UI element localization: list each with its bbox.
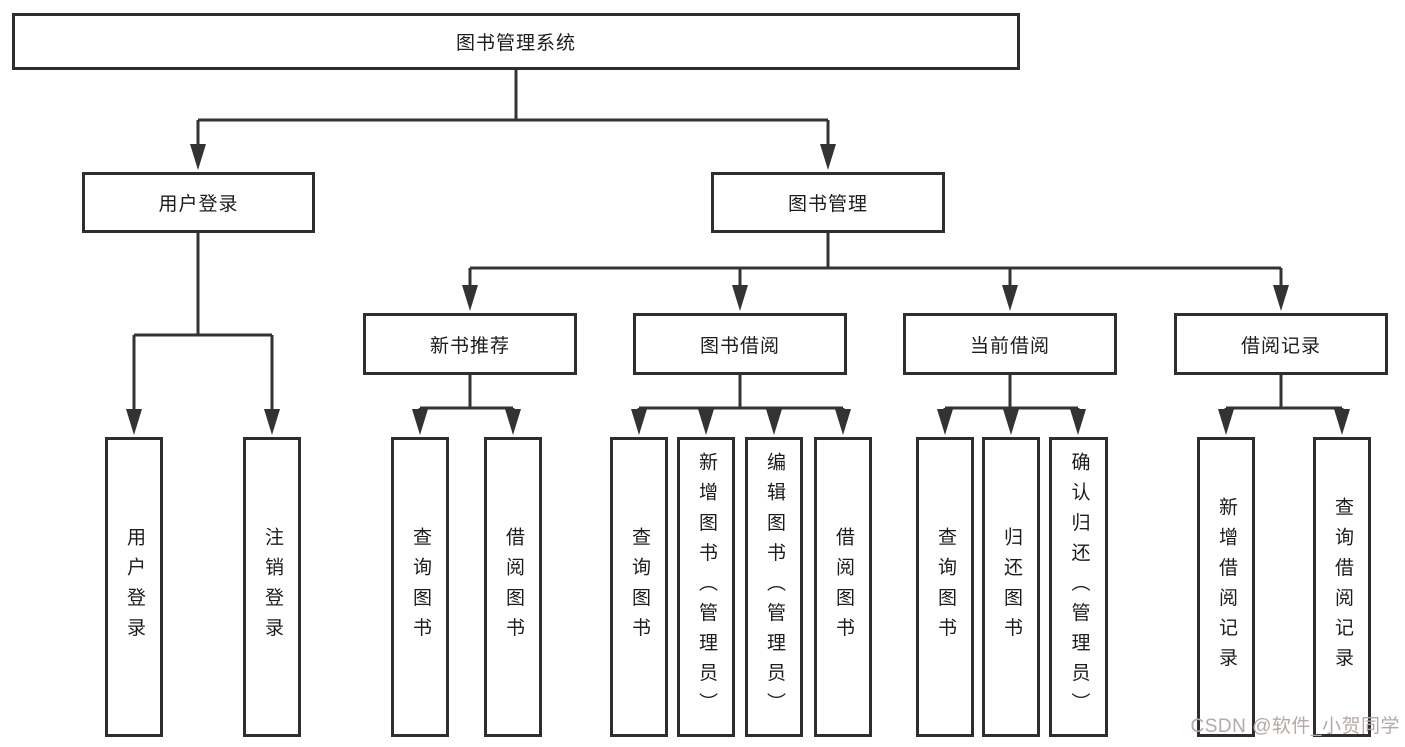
arrow-down-icon — [1003, 409, 1019, 435]
leaf-logout: 注销登录 — [243, 437, 301, 737]
arrow-down-icon — [126, 409, 142, 435]
connector — [132, 233, 274, 411]
connector — [418, 375, 515, 411]
leaf-return-books-label: 归还图书 — [1000, 526, 1022, 648]
arrow-down-icon — [1218, 409, 1234, 435]
arrow-down-icon — [732, 285, 748, 311]
leaf-query-borrow-record-label: 查询借阅记录 — [1331, 496, 1353, 678]
node-book-management: 图书管理 — [711, 172, 945, 233]
leaf-query-books-borrow: 查询图书 — [610, 437, 668, 737]
arrow-down-icon — [1002, 285, 1018, 311]
leaf-add-borrow-record: 新增借阅记录 — [1197, 437, 1255, 737]
node-new-book-recommend: 新书推荐 — [363, 313, 577, 375]
node-current-borrow: 当前借阅 — [903, 313, 1117, 375]
node-borrow-records: 借阅记录 — [1174, 313, 1388, 375]
node-root: 图书管理系统 — [12, 13, 1020, 70]
arrow-down-icon — [1070, 409, 1086, 435]
leaf-add-book-admin: 新增图书（管理员） — [677, 437, 735, 737]
arrow-down-icon — [264, 409, 280, 435]
leaf-query-books-recommend-label: 查询图书 — [409, 526, 431, 648]
arrow-down-icon — [698, 409, 714, 435]
arrow-down-icon — [190, 144, 206, 170]
leaf-add-borrow-record-label: 新增借阅记录 — [1215, 496, 1237, 678]
leaf-return-books: 归还图书 — [982, 437, 1040, 737]
connector — [1224, 375, 1344, 411]
leaf-user-login-label: 用户登录 — [123, 526, 145, 648]
arrow-down-icon — [462, 285, 478, 311]
connector — [468, 233, 1283, 287]
connector — [196, 70, 830, 146]
connector — [637, 375, 845, 411]
arrow-down-icon — [1334, 409, 1350, 435]
node-book-borrow: 图书借阅 — [633, 313, 847, 375]
leaf-borrow-books-borrow-label: 借阅图书 — [832, 526, 854, 648]
leaf-borrow-books-recommend-label: 借阅图书 — [502, 526, 524, 648]
leaf-borrow-books-recommend: 借阅图书 — [484, 437, 542, 737]
arrow-down-icon — [1273, 285, 1289, 311]
leaf-query-books-current: 查询图书 — [916, 437, 974, 737]
leaf-query-books-current-label: 查询图书 — [934, 526, 956, 648]
arrow-down-icon — [835, 409, 851, 435]
connector — [943, 375, 1080, 411]
arrow-down-icon — [820, 144, 836, 170]
leaf-user-login: 用户登录 — [105, 437, 163, 737]
leaf-query-borrow-record: 查询借阅记录 — [1313, 437, 1371, 737]
leaf-logout-label: 注销登录 — [261, 526, 283, 648]
arrow-down-icon — [766, 409, 782, 435]
arrow-down-icon — [505, 409, 521, 435]
leaf-query-books-recommend: 查询图书 — [391, 437, 449, 737]
leaf-edit-book-admin: 编辑图书（管理员） — [745, 437, 803, 737]
leaf-confirm-return-admin-label: 确认归还（管理员） — [1068, 451, 1090, 723]
leaf-add-book-admin-label: 新增图书（管理员） — [695, 451, 717, 723]
leaf-borrow-books-borrow: 借阅图书 — [814, 437, 872, 737]
arrow-down-icon — [412, 409, 428, 435]
leaf-edit-book-admin-label: 编辑图书（管理员） — [763, 451, 785, 723]
arrow-down-icon — [631, 409, 647, 435]
leaf-confirm-return-admin: 确认归还（管理员） — [1049, 437, 1108, 737]
watermark: CSDN @软件_小贺同学 — [1190, 716, 1400, 737]
leaf-query-books-borrow-label: 查询图书 — [628, 526, 650, 648]
node-user-login: 用户登录 — [82, 172, 315, 233]
arrow-down-icon — [937, 409, 953, 435]
